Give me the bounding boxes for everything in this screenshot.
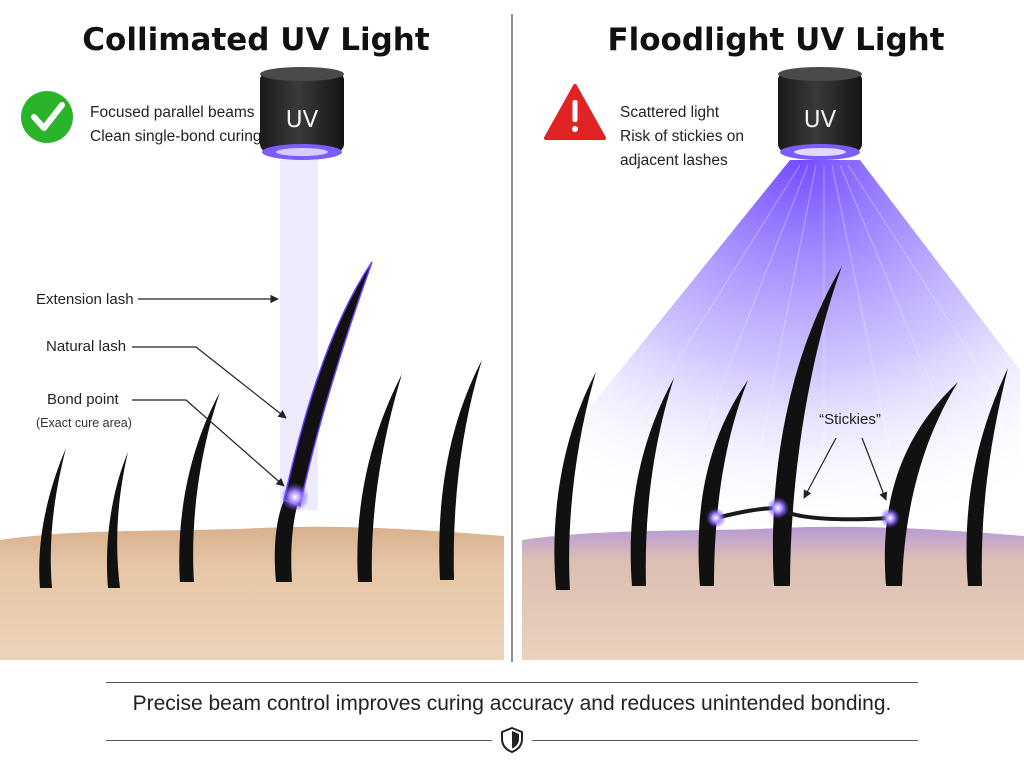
right-note-2: Risk of stickies on <box>620 128 744 145</box>
left-panel-title: Collimated UV Light <box>82 22 430 58</box>
left-lamp-label: UV <box>286 107 319 133</box>
label-extension-lash: Extension lash <box>36 291 134 308</box>
right-panel: Floodlight UV Light Scattered light Risk… <box>522 22 1024 660</box>
natural-lash <box>439 360 482 580</box>
natural-lashes-left <box>39 360 482 588</box>
natural-lash <box>772 266 842 586</box>
natural-lash <box>884 382 958 586</box>
check-circle-icon <box>21 91 73 143</box>
natural-lashes-right <box>554 266 1008 590</box>
natural-lash <box>630 378 674 586</box>
natural-lash <box>179 392 220 582</box>
extension-lash <box>283 261 373 508</box>
natural-lash <box>966 368 1008 586</box>
caption-top-rule <box>106 682 918 683</box>
left-note-2: Clean single-bond curing <box>90 128 261 145</box>
natural-lash <box>106 452 128 588</box>
label-natural-lash: Natural lash <box>46 338 126 355</box>
left-note-1: Focused parallel beams <box>90 104 255 121</box>
natural-lash <box>698 380 748 586</box>
skin-surface <box>0 526 504 660</box>
bond-point-glow <box>281 483 309 511</box>
right-lamp-label: UV <box>804 107 837 133</box>
natural-lash <box>554 372 596 590</box>
right-uv-lamp: UV <box>778 67 862 160</box>
shield-icon <box>501 727 523 753</box>
stickies-arrow-left <box>803 437 837 499</box>
left-uv-lamp: UV <box>260 67 344 160</box>
natural-lash <box>274 490 300 582</box>
left-panel: Collimated UV Light Focused parallel bea… <box>0 22 504 660</box>
right-note-3: adjacent lashes <box>620 152 728 169</box>
right-panel-title: Floodlight UV Light <box>607 22 944 58</box>
caption-bottom-rule-right <box>532 740 918 741</box>
sticky-bonds <box>706 497 900 528</box>
stickies-arrow-right <box>861 437 888 501</box>
natural-lash <box>357 374 402 582</box>
label-bond-point-sub: (Exact cure area) <box>36 416 132 430</box>
bond-point-arrow <box>132 399 285 487</box>
caption: Precise beam control improves curing acc… <box>132 692 892 715</box>
right-note-1: Scattered light <box>620 104 720 121</box>
caption-bottom-rule-left <box>106 740 492 741</box>
label-stickies: “Stickies” <box>819 411 881 428</box>
natural-lash-arrow <box>132 346 287 419</box>
natural-lash <box>39 448 66 588</box>
warning-triangle-icon <box>544 84 606 140</box>
label-bond-point: Bond point <box>47 391 120 408</box>
